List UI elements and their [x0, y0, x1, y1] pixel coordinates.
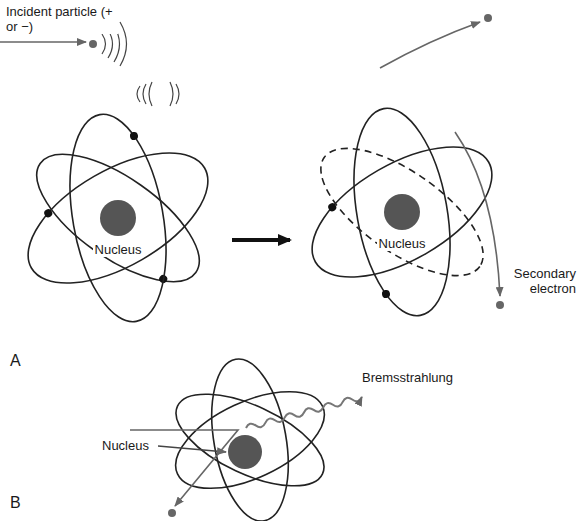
atom-b — [161, 353, 338, 521]
panel-letter: B — [8, 494, 23, 512]
atom-a-after — [291, 101, 512, 323]
radiation-label: Bremsstrahlung — [360, 370, 455, 385]
nucleus-label: Nucleus — [93, 242, 144, 257]
nucleus-label: Nucleus — [100, 438, 151, 453]
incident-label: Incident particle (+ or −) — [4, 4, 118, 34]
nucleus-label: Nucleus — [377, 236, 428, 251]
panel-letter: A — [8, 352, 23, 370]
atom-a-before — [7, 107, 228, 329]
electron-label: Secondary electron — [504, 266, 578, 296]
interaction-waves — [102, 22, 179, 106]
